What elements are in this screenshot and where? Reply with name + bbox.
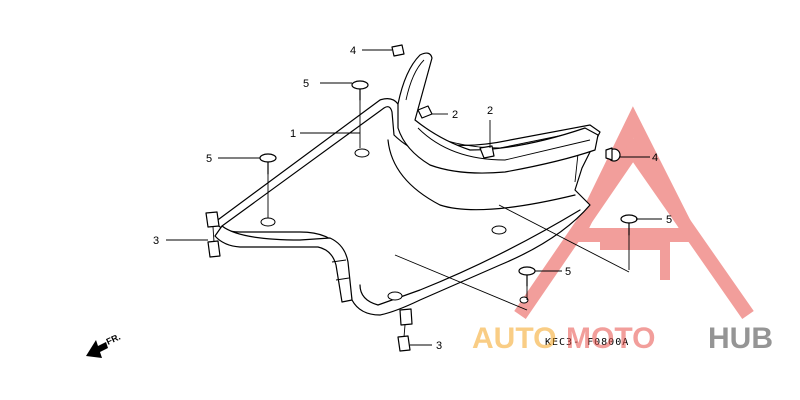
svg-text:HUB: HUB [708, 322, 773, 355]
watermark-text: AUTO MOTO HUB [472, 322, 773, 355]
callout-5-left: 5 [206, 153, 212, 165]
callout-2-lower: 2 [487, 105, 493, 117]
callout-4-right: 4 [652, 152, 658, 164]
clip-part-3-upper [205, 211, 221, 258]
callout-1: 1 [290, 128, 296, 140]
upper-cover [397, 52, 599, 174]
watermark-logo [514, 106, 754, 320]
fastener-4-right [605, 147, 621, 162]
bolt-5-left [259, 153, 277, 175]
front-label: FR. [105, 332, 122, 347]
callout-3-left: 3 [153, 235, 159, 247]
clip-part-3-lower [397, 308, 413, 352]
callout-4-top: 4 [350, 45, 356, 57]
svg-text:AUTO: AUTO [472, 322, 556, 355]
diagram-code: KEC3- F0800A [545, 337, 629, 348]
callout-2-upper: 2 [452, 109, 458, 121]
fastener-4-top [391, 44, 405, 57]
front-direction-arrow: FR. [86, 332, 122, 358]
svg-text:MOTO: MOTO [566, 322, 655, 355]
callout-5-bottom: 5 [565, 266, 571, 278]
callouts: 1 2 2 3 3 4 4 5 5 5 5 [153, 45, 672, 352]
bolt-5-top [351, 80, 369, 101]
callout-3-bottom: 3 [436, 340, 442, 352]
bolt-5-bottom [518, 266, 536, 287]
leader-lines [166, 49, 662, 346]
callout-5-right: 5 [666, 214, 672, 226]
callout-5-top: 5 [303, 78, 309, 90]
